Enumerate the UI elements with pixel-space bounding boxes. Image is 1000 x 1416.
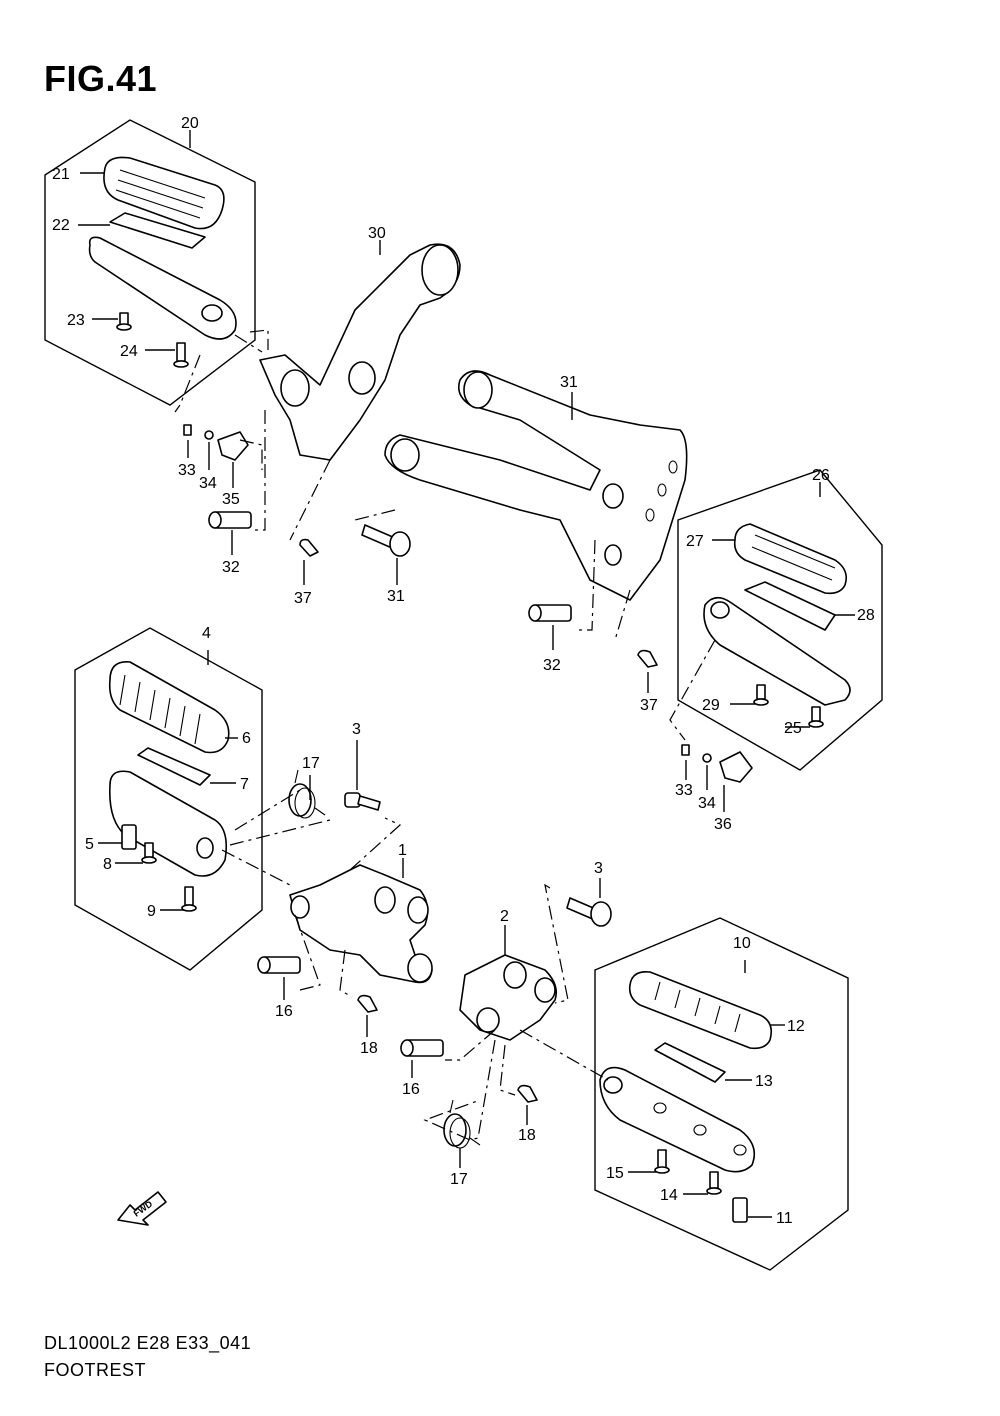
callout-labels: 20 21 22 23 24 30 31 33 34 35 32 37 31 3… bbox=[52, 115, 875, 1227]
figure-title: FIG.41 bbox=[44, 58, 158, 99]
bracket-29 bbox=[259, 240, 461, 461]
bolt-3-right bbox=[566, 878, 612, 927]
callout-36: 36 bbox=[714, 816, 732, 833]
callout-19: 20 bbox=[181, 115, 199, 132]
callout-23: 24 bbox=[120, 343, 138, 360]
callout-12: 12 bbox=[787, 1018, 805, 1035]
bolt-3-middle bbox=[344, 740, 381, 811]
callout-9: 9 bbox=[147, 903, 156, 920]
bracket-2 bbox=[459, 925, 558, 1041]
callout-6: 6 bbox=[242, 730, 251, 747]
callout-25: 27 bbox=[686, 533, 704, 550]
clip-18-right bbox=[517, 1084, 538, 1125]
callout-8: 8 bbox=[103, 856, 112, 873]
hardware-33-34-36-right bbox=[681, 744, 753, 812]
callout-11: 11 bbox=[776, 1210, 793, 1227]
callout-27: 25 bbox=[784, 720, 802, 737]
pin-32-upper bbox=[208, 511, 252, 555]
bracket-30 bbox=[384, 370, 688, 601]
callout-29: 30 bbox=[368, 225, 386, 242]
pin-32-right bbox=[528, 604, 572, 650]
callout-37-right: 37 bbox=[640, 697, 658, 714]
callout-10: 10 bbox=[733, 935, 751, 952]
callout-35: 35 bbox=[222, 491, 240, 508]
spring-17-lower bbox=[443, 1099, 481, 1168]
forward-arrow-icon: FWD bbox=[117, 1191, 167, 1226]
callout-33-upper: 33 bbox=[178, 462, 196, 479]
callout-4: 4 bbox=[202, 625, 211, 642]
callout-32-upper: 32 bbox=[222, 559, 240, 576]
callout-21: 22 bbox=[52, 217, 70, 234]
callout-20: 21 bbox=[52, 166, 70, 183]
callout-14: 14 bbox=[660, 1187, 678, 1204]
callout-30: 31 bbox=[560, 374, 578, 391]
callout-26: 28 bbox=[857, 607, 875, 624]
callout-17-lower: 17 bbox=[450, 1171, 468, 1188]
callout-1: 1 bbox=[398, 842, 407, 859]
assembly-box-4 bbox=[74, 627, 263, 971]
callout-33-right: 33 bbox=[675, 782, 693, 799]
callout-3-middle: 3 bbox=[352, 721, 361, 738]
callout-17-middle: 17 bbox=[302, 755, 320, 772]
clip-37-upper bbox=[299, 538, 319, 585]
callout-15: 15 bbox=[606, 1165, 624, 1182]
bracket-1 bbox=[289, 858, 433, 984]
callout-16-left: 16 bbox=[275, 1003, 293, 1020]
bolt-31 bbox=[361, 524, 411, 585]
callout-31-value: 31 bbox=[387, 588, 405, 605]
assembly-box-10 bbox=[594, 917, 849, 1271]
callout-13: 13 bbox=[755, 1073, 773, 1090]
callout-2: 2 bbox=[500, 908, 509, 925]
callout-28: 29 bbox=[702, 697, 720, 714]
figure-name: FOOTREST bbox=[44, 1360, 146, 1380]
callout-24: 26 bbox=[812, 467, 830, 484]
callout-22: 23 bbox=[67, 312, 85, 329]
callout-5: 5 bbox=[85, 836, 94, 853]
callout-18-left: 18 bbox=[360, 1040, 378, 1057]
callout-32-right: 32 bbox=[543, 657, 561, 674]
model-code: DL1000L2 E28 E33_041 bbox=[44, 1333, 252, 1353]
clip-37-right bbox=[637, 649, 658, 693]
callout-37-upper: 37 bbox=[294, 590, 312, 607]
callout-7: 7 bbox=[240, 776, 249, 793]
callout-34-upper: 34 bbox=[199, 475, 217, 492]
callout-16-right: 16 bbox=[402, 1081, 420, 1098]
spring-17-middle bbox=[288, 769, 326, 819]
pin-16-right bbox=[400, 1039, 444, 1078]
clip-18-left bbox=[357, 994, 378, 1037]
callout-34-right: 34 bbox=[698, 795, 716, 812]
callout-18-right: 18 bbox=[518, 1127, 536, 1144]
pin-16-left bbox=[257, 956, 301, 1000]
hardware-33-34-35-upper bbox=[183, 424, 249, 488]
assembly-centerlines bbox=[174, 329, 716, 1141]
callout-3-right: 3 bbox=[594, 860, 603, 877]
assembly-box-19 bbox=[44, 119, 256, 406]
assembly-box-24 bbox=[677, 469, 883, 771]
